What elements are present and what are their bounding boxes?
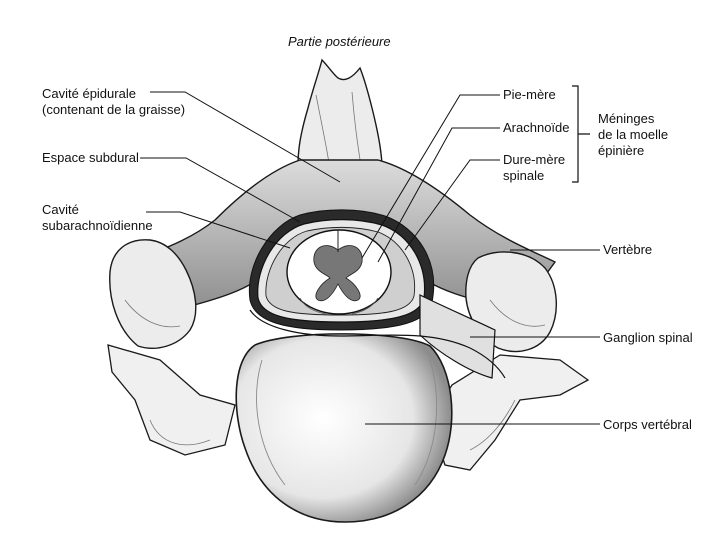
spinal-ganglion-sleeve — [419, 294, 496, 379]
epidural-label-line2: (contenant de la graisse) — [42, 102, 186, 117]
subarachnoid-label-line2: subarachnoïdienne — [42, 218, 153, 233]
dura-label-line1: Dure-mère — [503, 152, 566, 167]
meninges-label-line1: Méninges — [598, 111, 655, 126]
spinous-process — [297, 58, 384, 186]
dura-label-line2: spinale — [503, 168, 545, 183]
epidural-label-line1: Cavité épidurale — [42, 86, 136, 101]
vertebral-body-label: Corps vertébral — [603, 417, 692, 432]
vertebral-body — [235, 333, 453, 523]
right-lower-process — [429, 354, 590, 471]
leader-lines — [140, 91, 600, 425]
posterior-label: Partie postérieure — [288, 34, 391, 49]
vertebra-label: Vertèbre — [603, 242, 653, 257]
arachnoid-label: Arachnoïde — [503, 120, 570, 135]
grey-matter — [313, 245, 363, 302]
left-transverse-process — [109, 239, 197, 349]
pia-label: Pie-mère — [503, 87, 556, 102]
left-lower-process — [107, 344, 236, 456]
subdural-label: Espace subdural — [42, 150, 139, 165]
meninges-label-line2: de la moelle — [598, 127, 669, 142]
meninges-bracket — [572, 85, 590, 183]
subarachnoid-label-line1: Cavité — [42, 202, 79, 217]
meninges-label-line3: épinière — [598, 143, 645, 158]
ganglion-label: Ganglion spinal — [603, 330, 693, 345]
